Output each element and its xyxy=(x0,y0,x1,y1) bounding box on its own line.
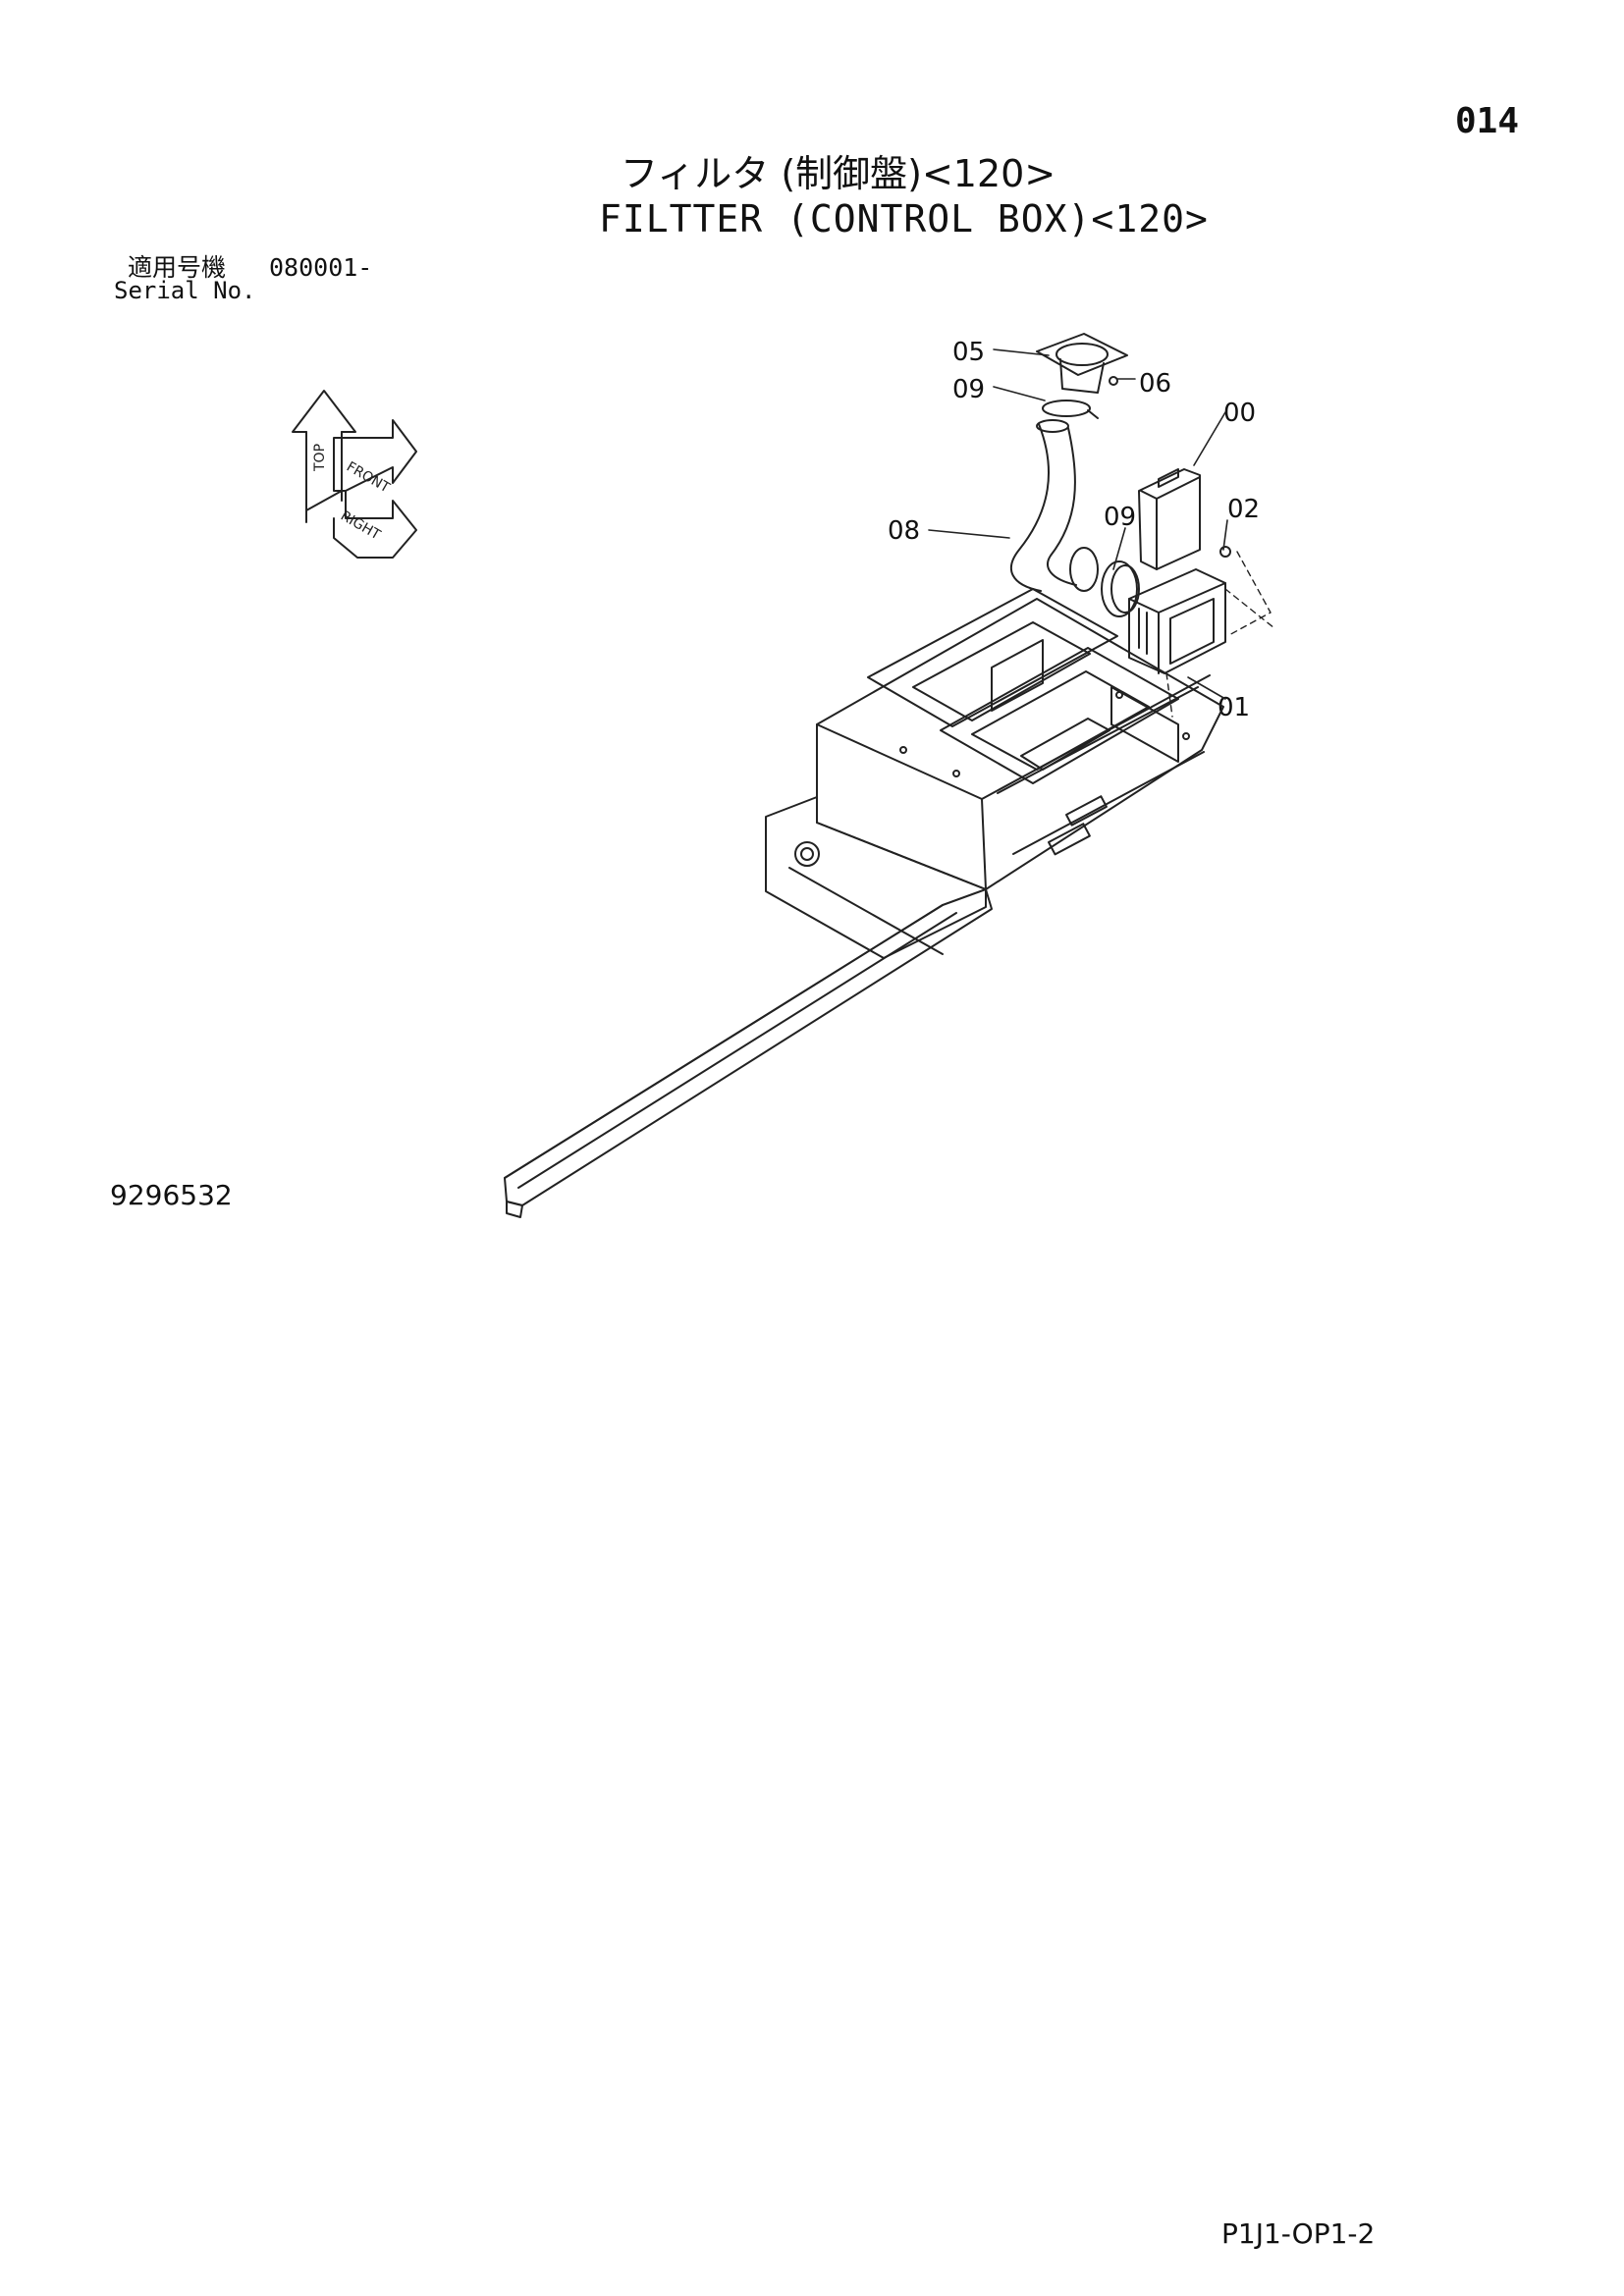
part-08-hose xyxy=(1009,419,1099,592)
orientation-right-label: RIGHT xyxy=(338,508,383,544)
control-box-body xyxy=(816,588,1224,890)
sheet-code: P1J1-OP1-2 xyxy=(1221,2217,1376,2250)
callout-part-00: 00 xyxy=(1223,399,1257,428)
base-plate xyxy=(765,796,987,959)
part-09-lower-clamp xyxy=(1101,561,1140,617)
callout-part-09-lower: 09 xyxy=(1104,503,1137,532)
part-02-screw xyxy=(1219,546,1231,558)
page-number: 014 xyxy=(1455,101,1520,141)
callout-part-06: 06 xyxy=(1139,369,1172,399)
page-title-english: FILTTER (CONTROL BOX)<120> xyxy=(599,197,1209,240)
serial-label-japanese: 適用号機 xyxy=(128,253,227,282)
part-09-upper-clamp xyxy=(1042,400,1099,419)
callout-part-08: 08 xyxy=(888,516,921,546)
part-06-screw xyxy=(1109,376,1118,386)
drawing-number: 9296532 xyxy=(110,1179,233,1211)
orientation-front-label: FRONT xyxy=(344,459,393,497)
callout-part-05: 05 xyxy=(952,338,986,367)
rail-channel xyxy=(504,888,993,1218)
part-05-flange xyxy=(1036,333,1128,394)
callout-part-09-upper: 09 xyxy=(952,375,986,404)
orientation-arrows-icon: TOP FRONT RIGHT xyxy=(292,390,417,559)
orientation-top-label: TOP xyxy=(312,444,328,472)
callout-part-02: 02 xyxy=(1227,495,1261,524)
part-01-filter-case xyxy=(1128,568,1226,674)
serial-value: 080001- xyxy=(269,253,373,282)
alignment-lines xyxy=(1165,551,1275,718)
page-title-japanese: フィルタ (制御盤)<120> xyxy=(621,152,1056,195)
serial-label-english: Serial No. xyxy=(114,277,256,304)
part-00-filter xyxy=(1138,468,1201,570)
